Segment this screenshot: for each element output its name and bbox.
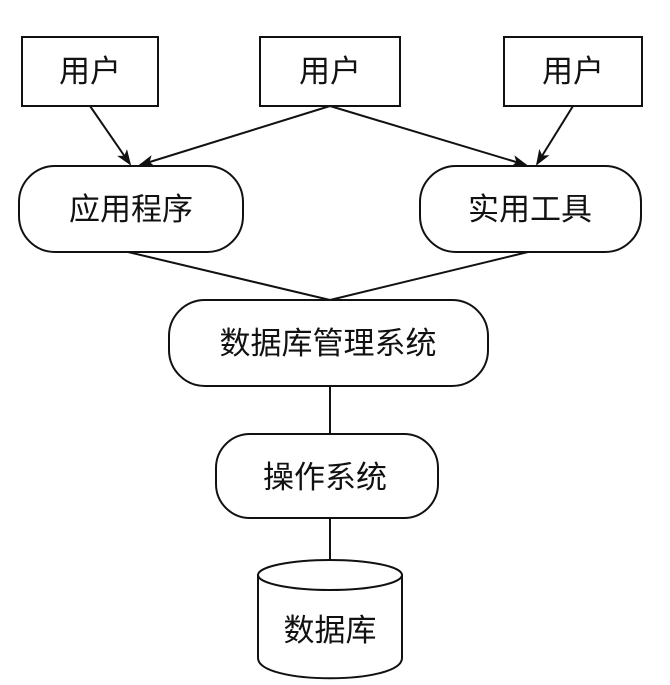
user-label-2: 用户 [299,54,361,90]
edge-user2-to-application [138,105,331,167]
utility-node: 实用工具 [419,165,642,253]
utility-label: 实用工具 [468,192,592,228]
user-node-2: 用户 [259,36,401,107]
edge-user2-to-utility [329,105,528,167]
edge-user3-to-utility [535,105,574,166]
user-label-3: 用户 [542,54,604,90]
user-label-1: 用户 [59,54,121,90]
user-node-1: 用户 [21,36,159,107]
application-node: 应用程序 [18,165,244,253]
dbms-node: 数据库管理系统 [168,299,489,387]
edge-utility-to-dbms [329,251,529,301]
os-label: 操作系统 [263,460,387,496]
database-label: 数据库 [284,613,377,649]
database-node: 数据库 [257,559,403,680]
edge-application-to-dbms [127,251,331,301]
dbms-label: 数据库管理系统 [220,326,437,362]
os-node: 操作系统 [215,433,439,519]
user-node-3: 用户 [503,36,643,107]
application-label: 应用程序 [69,192,193,228]
edge-user1-to-application [89,105,132,166]
